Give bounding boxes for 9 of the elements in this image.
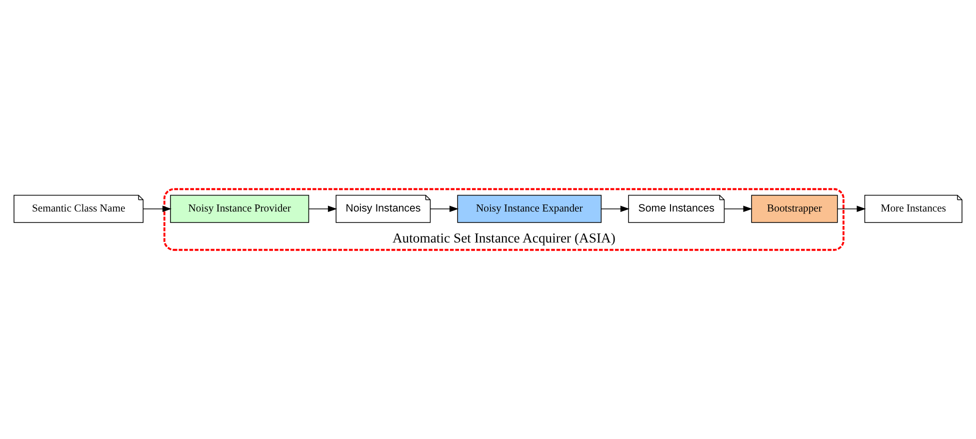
arrow	[308, 206, 338, 212]
arrow	[430, 206, 459, 212]
node-box: Noisy Instance Provider	[170, 194, 310, 223]
arrow	[837, 206, 866, 212]
arrow	[142, 206, 172, 212]
node-box: Bootstrapper	[751, 194, 838, 223]
arrow	[724, 206, 752, 212]
arrow	[600, 206, 630, 212]
node-box: Noisy Instance Expander	[457, 194, 602, 223]
